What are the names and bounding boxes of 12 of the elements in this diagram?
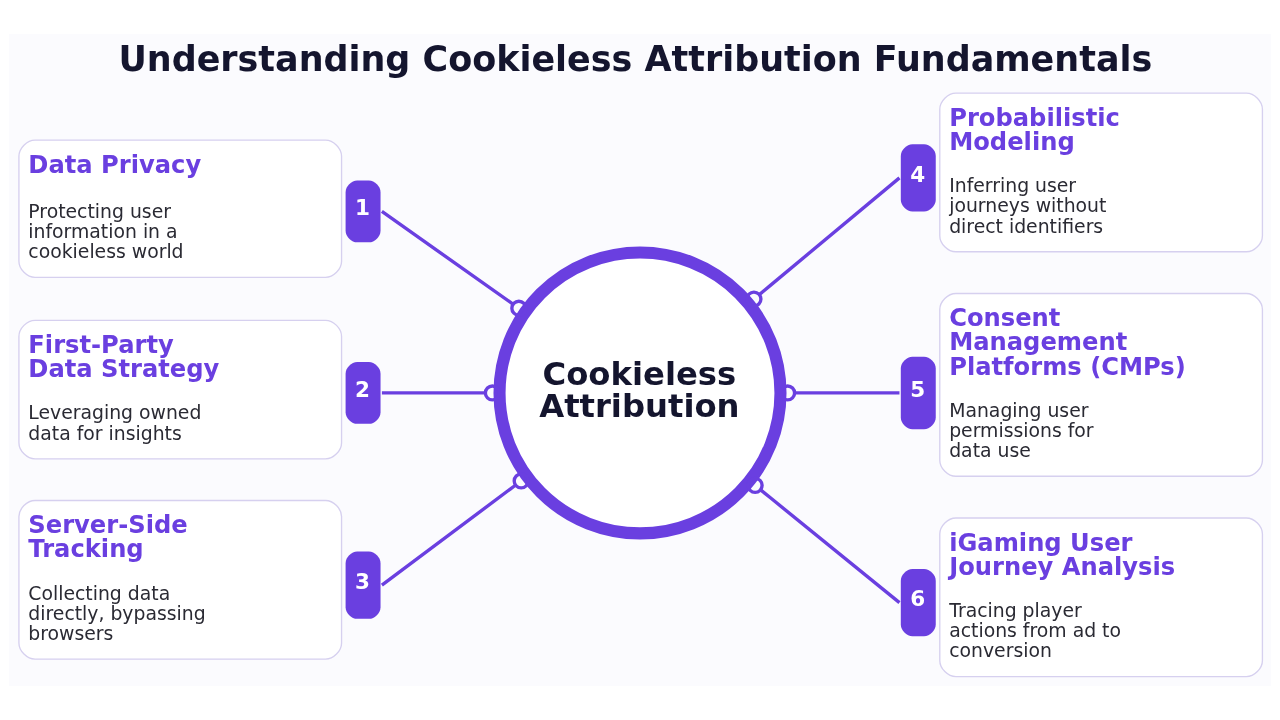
node-label: 1: [355, 195, 370, 221]
connector: [380, 210, 528, 317]
connector: [746, 476, 901, 604]
connector: [745, 176, 901, 308]
node-circle: Cookieless Attribution: [493, 246, 787, 540]
node-label: 3: [355, 568, 370, 594]
node-label: 6: [910, 586, 926, 612]
connector: [380, 472, 530, 587]
node-label: 2: [355, 376, 370, 402]
diagram-title: Understanding Cookieless Attribution Fundamentals: [118, 39, 1153, 80]
node-label: 4: [910, 161, 926, 187]
node-label: 5: [910, 376, 926, 402]
